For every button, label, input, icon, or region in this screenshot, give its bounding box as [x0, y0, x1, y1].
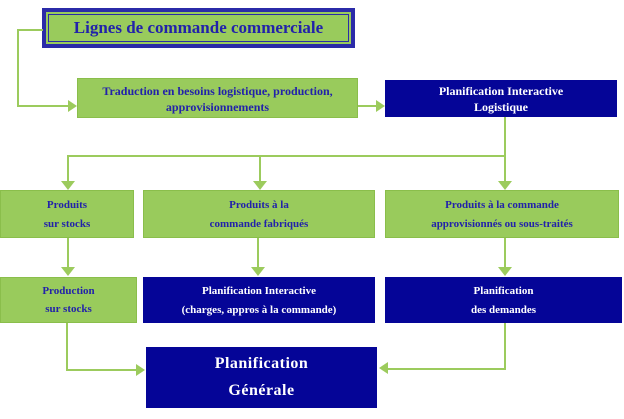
- node-pi-charges-line2: (charges, appros à la commande): [181, 303, 337, 316]
- connector-production-h: [66, 369, 136, 371]
- arrowhead-into-produits-stocks-icon: [61, 181, 75, 190]
- node-produits-sur-stocks-line1: Produits: [46, 198, 88, 211]
- node-production-line2: sur stocks: [45, 303, 92, 315]
- node-produits-sur-stocks: Produits sur stocks: [0, 190, 134, 238]
- node-production-sur-stocks: Production sur stocks: [0, 277, 137, 323]
- node-produits-sur-stocks-line2: sur stocks: [43, 217, 91, 230]
- node-traduction-line2: approvisionnements: [165, 100, 270, 114]
- connector-pil-down: [504, 117, 506, 157]
- connector-drop-left: [67, 155, 69, 182]
- connector-title-v: [17, 29, 19, 106]
- node-demandes-line2: des demandes: [470, 303, 537, 316]
- node-produits-fabriques-line1: Produits à la: [229, 198, 289, 211]
- node-pil-line2: Logistique: [473, 99, 528, 114]
- arrowhead-into-pi-charges-icon: [251, 267, 265, 276]
- node-demandes-line1: Planification: [473, 284, 534, 297]
- connector-drop-right: [504, 155, 506, 182]
- node-pg-line1: Planification: [214, 355, 309, 373]
- arrowhead-into-produits-appro-icon: [498, 181, 512, 190]
- node-pil-line1: Planification Interactive: [438, 83, 564, 98]
- arrowhead-into-production-icon: [61, 267, 75, 276]
- node-planification-interactive-charges: Planification Interactive (charges, appr…: [143, 277, 375, 323]
- node-lignes-de-commande-label: Lignes de commande commerciale: [48, 14, 349, 42]
- arrowhead-into-traduction-icon: [68, 100, 77, 112]
- node-planification-interactive-logistique: Planification Interactive Logistique: [385, 80, 617, 117]
- connector-traduction-pil: [358, 105, 376, 107]
- connector-demandes-h: [388, 368, 506, 370]
- connector-title-h2: [17, 105, 68, 107]
- node-pi-charges-line1: Planification Interactive: [202, 284, 316, 297]
- arrowhead-into-pil-icon: [376, 100, 385, 112]
- arrowhead-into-pg-left-icon: [136, 364, 145, 376]
- node-planification-generale: Planification Générale: [146, 347, 377, 408]
- node-pg-line2: Générale: [228, 381, 295, 399]
- connector-row3-row4-mid: [257, 238, 259, 267]
- arrowhead-into-produits-fabriques-icon: [253, 181, 267, 190]
- node-traduction-line1: Traduction en besoins logistique, produc…: [102, 84, 333, 98]
- connector-title-h: [17, 29, 43, 31]
- connector-demandes-v: [504, 323, 506, 370]
- node-traduction-besoins: Traduction en besoins logistique, produc…: [77, 78, 358, 118]
- connector-drop-mid: [259, 155, 261, 182]
- arrowhead-into-pg-right-icon: [379, 362, 388, 374]
- connector-production-v: [66, 323, 68, 371]
- node-produits-commande-fabriques: Produits à la commande fabriqués: [143, 190, 375, 238]
- node-production-line1: Production: [42, 285, 95, 297]
- connector-row3-row4-left: [67, 238, 69, 267]
- arrowhead-into-demandes-icon: [498, 267, 512, 276]
- node-planification-des-demandes: Planification des demandes: [385, 277, 622, 323]
- connector-row3-row4-right: [504, 238, 506, 267]
- node-produits-commande-approvisionnes: Produits à la commande approvisionnés ou…: [385, 190, 619, 238]
- node-lignes-de-commande: Lignes de commande commerciale: [42, 8, 355, 48]
- node-produits-appro-line2: approvisionnés ou sous-traités: [431, 217, 573, 230]
- node-produits-fabriques-line2: commande fabriqués: [209, 217, 309, 230]
- connector-branch-h: [67, 155, 506, 157]
- node-produits-appro-line1: Produits à la commande: [445, 198, 559, 211]
